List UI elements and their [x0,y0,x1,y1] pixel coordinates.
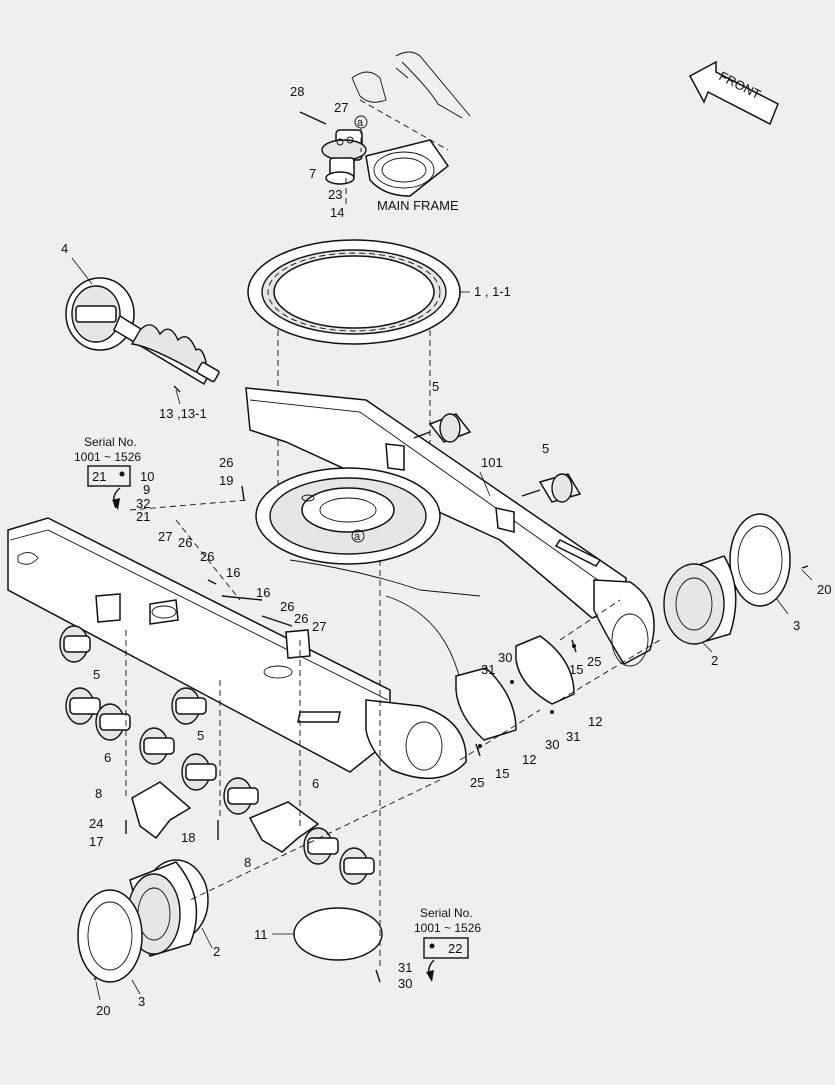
callout-30-a: 30 [498,650,512,665]
callout-32: 32 [136,496,150,511]
callout-26-d: 26 [280,599,294,614]
callout-101: 101 [481,455,503,470]
callout-5-b: 5 [542,441,549,456]
callout-11: 11 [254,927,268,942]
callout-8-b: 8 [244,855,251,870]
callout-12-b: 12 [522,752,536,767]
callout-15-a: 15 [569,662,583,677]
callout-26-e: 26 [294,611,308,626]
roller-guard [131,781,192,840]
callout-27-c: 27 [312,619,326,634]
callout-28: 28 [290,84,304,99]
travel-motor-right [663,513,813,653]
lower-roller [139,727,175,765]
lower-roller [223,777,259,815]
callout-10: 10 [140,469,154,484]
swing-motor: a [299,111,368,208]
roller-guard [248,801,320,853]
lower-roller [339,847,375,885]
main-frame-fragment [351,51,471,197]
lower-roller [65,687,101,725]
callout-16-a: 16 [226,565,240,580]
side-cover-plates [455,635,576,748]
callout-30-c: 30 [398,976,412,991]
callout-8-a: 8 [95,786,102,801]
callout-20-r: 20 [817,582,831,597]
callout-6-b: 6 [312,776,319,791]
callout-16-b: 16 [256,585,270,600]
callout-1: 1 , 1-1 [474,284,511,299]
callout-27-top: 27 [334,100,348,115]
serial-note-left: Serial No. 1001 ~ 1526 21 [74,435,141,510]
callout-6-a: 6 [104,750,111,765]
serial-part-left: 21 [92,469,106,484]
lower-roller [59,625,91,663]
callout-4: 4 [61,241,68,256]
serial-title-left: Serial No. [84,435,137,449]
lower-roller [95,703,131,741]
callout-3-l: 3 [138,994,145,1009]
callout-26-a: 26 [219,455,233,470]
callout-15-b: 15 [495,766,509,781]
serial-note-right: Serial No. 1001 ~ 1526 22 [414,906,481,982]
callout-5-a: 5 [432,379,439,394]
center-swing-circle: a [255,467,441,565]
bottom-cover [272,907,383,961]
callout-17: 17 [89,834,103,849]
callout-7: 7 [309,166,316,181]
callout-31-c: 31 [398,960,412,975]
callout-14: 14 [330,205,344,220]
lower-rollers [59,625,375,885]
bolts [93,385,809,983]
callout-19: 19 [219,473,233,488]
callout-5-d: 5 [197,728,204,743]
callout-labels: MAIN FRAME 28 27 7 23 14 4 1 , 1-1 13 ,1… [61,84,831,1018]
callout-3-r: 3 [793,618,800,633]
serial-range-left: 1001 ~ 1526 [74,450,141,464]
assembly-centerlines [125,499,661,970]
callout-13: 13 ,13-1 [159,406,207,421]
callout-9: 9 [143,482,150,497]
upper-roller [521,473,582,503]
callout-30-b: 30 [545,737,559,752]
front-idler-assembly [65,257,220,405]
callout-26-c: 26 [200,549,214,564]
serial-part-right: 22 [448,941,462,956]
serial-range-right: 1001 ~ 1526 [414,921,481,935]
callout-18: 18 [181,830,195,845]
front-direction-arrow: FRONT [688,60,779,126]
callout-2-l: 2 [213,944,220,959]
ref-mark-center: a [354,531,361,543]
callout-31-a: 31 [481,662,495,677]
travel-motor-left [77,859,213,1001]
swing-bearing-ring [247,239,470,520]
callout-25-a: 25 [587,654,601,669]
callout-12-a: 12 [588,714,602,729]
callout-26-b: 26 [178,535,192,550]
callout-27-b: 27 [158,529,172,544]
upper-roller [413,413,472,443]
ref-mark-top: a [357,117,364,129]
track-frame-lower-side [7,517,481,780]
callout-20-l: 20 [96,1003,110,1018]
callout-31-b: 31 [566,729,580,744]
callout-21: 21 [136,509,150,524]
lower-roller [303,827,339,865]
callout-2-r: 2 [711,653,718,668]
callout-5-c: 5 [93,667,100,682]
callout-23: 23 [328,187,342,202]
lower-roller [181,753,217,791]
callout-25-b: 25 [470,775,484,790]
main-frame-label: MAIN FRAME [377,198,459,213]
lower-roller [171,687,207,725]
callout-24: 24 [89,816,103,831]
serial-title-right: Serial No. [420,906,473,920]
